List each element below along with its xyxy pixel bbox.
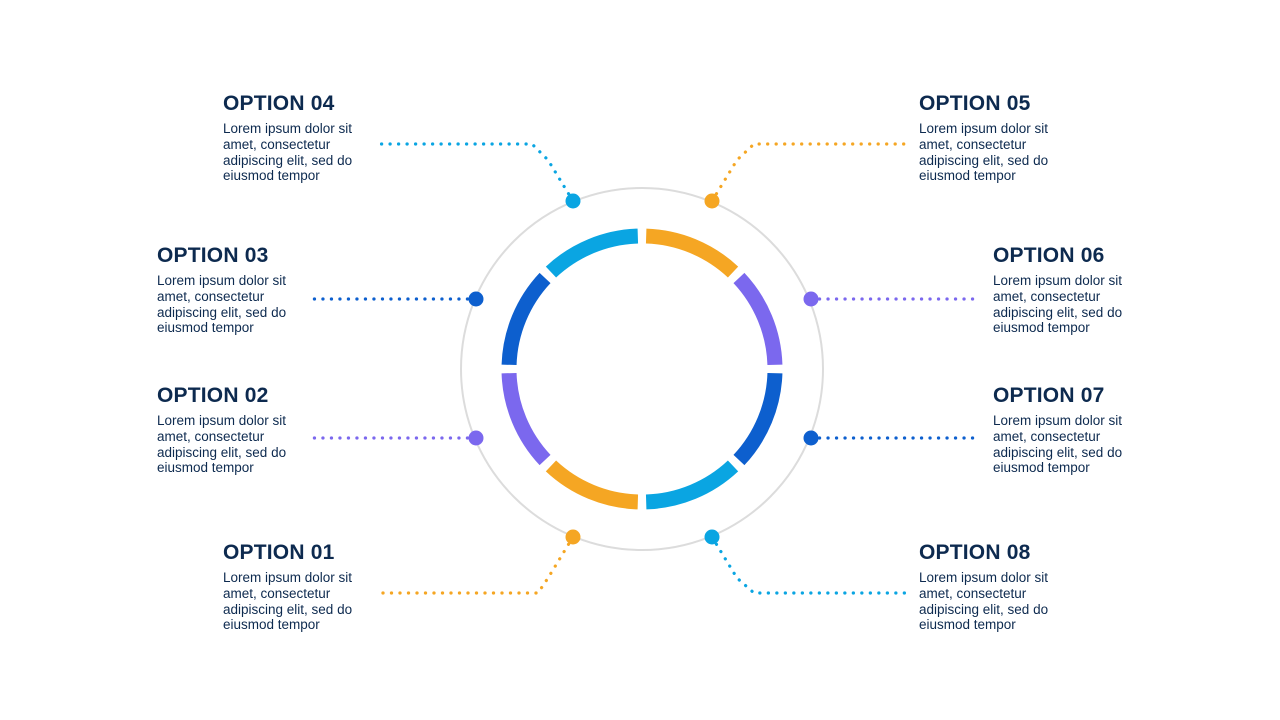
option-title: OPTION 05 (919, 92, 1031, 115)
option-title: OPTION 01 (223, 541, 335, 564)
option-06: OPTION 06 Lorem ipsum dolor sit amet, co… (993, 244, 1193, 336)
option-title: OPTION 02 (157, 384, 269, 407)
option-02: OPTION 02 Lorem ipsum dolor sit amet, co… (157, 384, 357, 476)
option-title: OPTION 07 (993, 384, 1105, 407)
outer-ring (460, 187, 824, 551)
dot-option-01 (565, 529, 581, 545)
option-title: OPTION 08 (919, 541, 1031, 564)
segment-3 (501, 272, 551, 366)
option-01: OPTION 01 Lorem ipsum dolor sit amet, co… (223, 541, 423, 633)
option-description: Lorem ipsum dolor sit amet, consectetur … (993, 413, 1123, 476)
option-title: OPTION 03 (157, 244, 269, 267)
option-description: Lorem ipsum dolor sit amet, consectetur … (157, 273, 287, 336)
option-05: OPTION 05 Lorem ipsum dolor sit amet, co… (919, 92, 1119, 184)
option-description: Lorem ipsum dolor sit amet, consectetur … (223, 121, 353, 184)
connector-lines (308, 142, 982, 595)
dot-option-02 (468, 430, 484, 446)
option-07: OPTION 07 Lorem ipsum dolor sit amet, co… (993, 384, 1193, 476)
connector-option-04 (378, 142, 575, 203)
option-description: Lorem ipsum dolor sit amet, consectetur … (993, 273, 1123, 336)
segment-5 (645, 228, 739, 278)
option-description: Lorem ipsum dolor sit amet, consectetur … (157, 413, 287, 476)
option-04: OPTION 04 Lorem ipsum dolor sit amet, co… (223, 92, 423, 184)
option-03: OPTION 03 Lorem ipsum dolor sit amet, co… (157, 244, 357, 336)
option-08: OPTION 08 Lorem ipsum dolor sit amet, co… (919, 541, 1119, 633)
option-description: Lorem ipsum dolor sit amet, consectetur … (223, 570, 353, 633)
segment-2 (501, 372, 551, 466)
segment-4 (545, 228, 639, 278)
segment-ring (501, 228, 783, 510)
segment-1 (545, 460, 639, 510)
dot-option-03 (468, 291, 484, 307)
option-title: OPTION 04 (223, 92, 335, 115)
connector-option-08 (710, 535, 907, 595)
connector-option-05 (710, 142, 907, 203)
dot-option-06 (803, 291, 819, 307)
option-description: Lorem ipsum dolor sit amet, consectetur … (919, 121, 1049, 184)
segment-7 (733, 372, 783, 466)
option-title: OPTION 06 (993, 244, 1105, 267)
connector-option-01 (378, 535, 575, 595)
dot-option-08 (704, 529, 720, 545)
option-description: Lorem ipsum dolor sit amet, consectetur … (919, 570, 1049, 633)
dot-option-05 (704, 193, 720, 209)
dot-option-04 (565, 193, 581, 209)
segment-8 (645, 460, 739, 510)
connector-dots (468, 193, 819, 545)
dot-option-07 (803, 430, 819, 446)
segment-6 (733, 272, 783, 366)
